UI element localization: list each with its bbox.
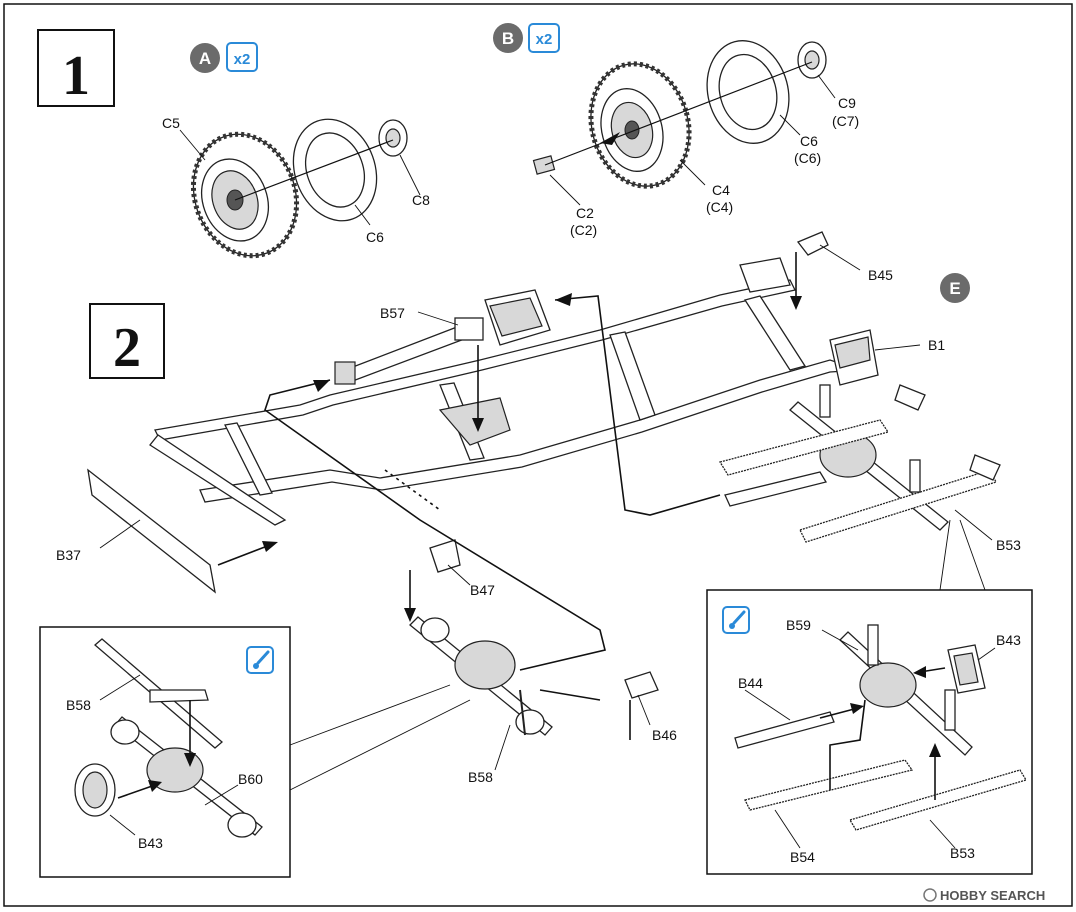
label-b44: B44	[738, 675, 763, 691]
label-c2-paren: (C2)	[570, 222, 597, 238]
label-b43-inset: B43	[138, 835, 163, 851]
driveshaft-b57	[334, 289, 551, 385]
label-c5: C5	[162, 115, 180, 131]
label-c6-a: C6	[366, 229, 384, 245]
label-c4: C4	[712, 182, 730, 198]
watermark-text: HOBBY SEARCH	[940, 888, 1045, 903]
wheel-a-assembly	[179, 118, 421, 259]
label-b37: B37	[56, 547, 81, 563]
page-border	[3, 3, 1073, 907]
label-c8: C8	[412, 192, 430, 208]
inset-front-axle	[39, 626, 291, 878]
label-b53-rear: B53	[950, 845, 975, 861]
wheel-b-assembly	[532, 40, 836, 206]
step-number-2: 2	[113, 317, 141, 379]
badge-a-letter: A	[199, 49, 211, 68]
label-c6-paren: (C6)	[794, 150, 821, 166]
label-b1: B1	[928, 337, 945, 353]
label-b45: B45	[868, 267, 893, 283]
label-c9: C9	[838, 95, 856, 111]
label-b57: B57	[380, 305, 405, 321]
step-1-box: 1	[37, 29, 115, 107]
label-b43-rear: B43	[996, 632, 1021, 648]
badge-a-qty: x2	[234, 51, 251, 68]
step-number-1: 1	[62, 45, 90, 107]
inset-rear-axle	[706, 589, 1033, 875]
badge-b: B x2	[493, 23, 560, 53]
badge-a: A x2	[190, 42, 258, 73]
bumper-b37	[87, 468, 216, 594]
label-b59: B59	[786, 617, 811, 633]
badge-e-letter: E	[949, 279, 960, 298]
label-c6-b: C6	[800, 133, 818, 149]
label-b60: B60	[238, 771, 263, 787]
watermark-logo: HOBBY SEARCH	[923, 888, 1045, 903]
paint-brush-icon	[246, 646, 274, 674]
front-axle-assembly	[409, 539, 659, 736]
label-b53: B53	[996, 537, 1021, 553]
badge-e: E	[940, 273, 970, 303]
label-b58: B58	[468, 769, 493, 785]
chassis-frame	[149, 231, 879, 526]
label-c2: C2	[576, 205, 594, 221]
badge-b-qty: x2	[536, 31, 553, 48]
step-2-box: 2	[89, 303, 165, 379]
paint-brush-icon	[722, 606, 750, 634]
step-2-guides	[217, 244, 993, 791]
label-b58-inset: B58	[66, 697, 91, 713]
badge-b-letter: B	[502, 29, 514, 48]
label-c4-paren: (C4)	[706, 199, 733, 215]
label-b54: B54	[790, 849, 815, 865]
label-b46: B46	[652, 727, 677, 743]
label-b47: B47	[470, 582, 495, 598]
rear-axle-assembly	[718, 384, 1001, 543]
label-c7-paren: (C7)	[832, 113, 859, 129]
